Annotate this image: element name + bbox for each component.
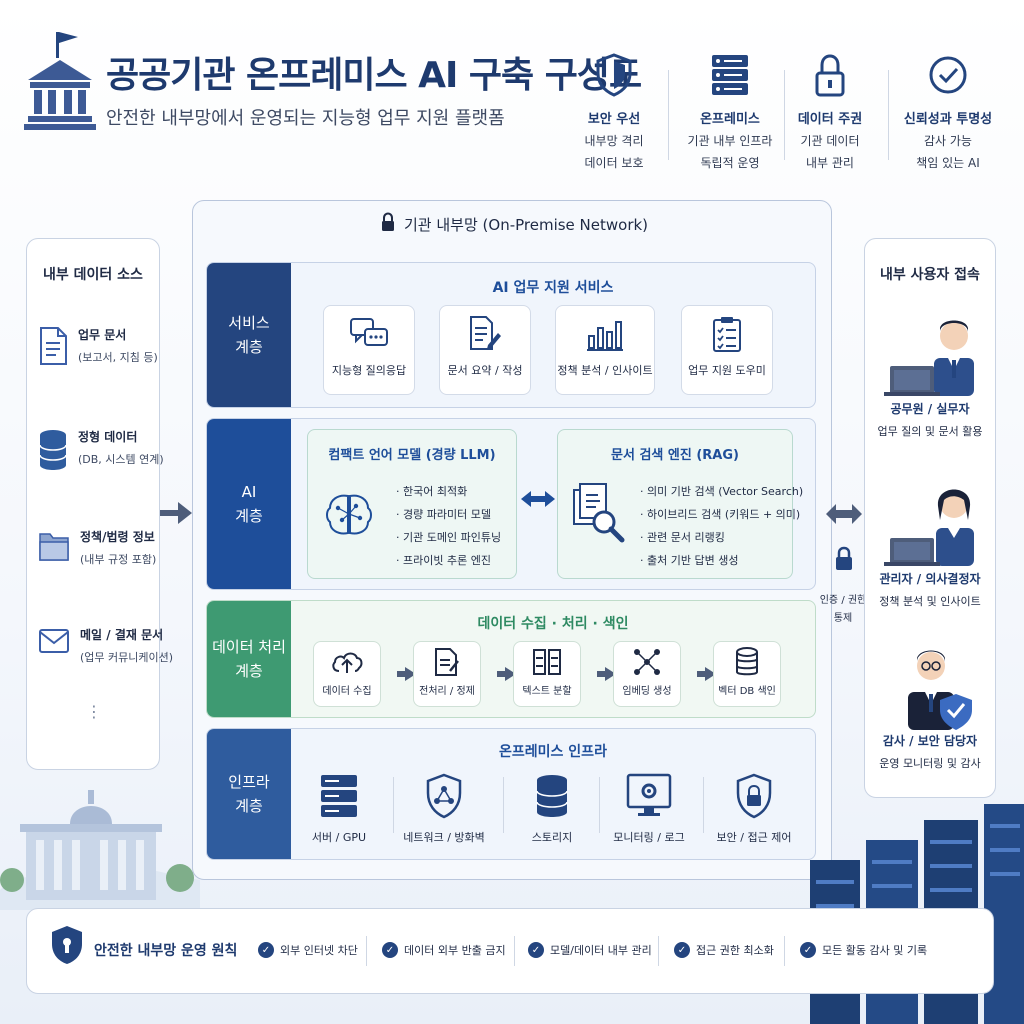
server-rack-icon	[670, 52, 790, 98]
split-grid-icon	[514, 642, 580, 682]
principle-block-internet: ✓외부 인터넷 차단	[258, 942, 358, 958]
clipboard-checklist-icon	[682, 306, 772, 362]
document-search-icon	[570, 482, 626, 550]
check-icon: ✓	[258, 942, 274, 958]
auditor-with-shield-icon	[866, 636, 994, 732]
page-subtitle: 안전한 내부망에서 운영되는 지능형 업무 지원 플랫폼	[106, 108, 505, 129]
document-icon	[38, 326, 68, 370]
chat-bubbles-icon	[324, 306, 414, 362]
users-title: 내부 사용자 접속	[880, 267, 980, 283]
infra-storage[interactable]: 스토리지	[509, 773, 595, 845]
shield-icon	[554, 52, 674, 98]
manager-at-laptop-icon	[866, 470, 994, 570]
network-shield-icon	[397, 773, 491, 819]
inflow-arrow-icon	[160, 502, 192, 528]
user-auditor: 감사 / 보안 담당자 운영 모니터링 및 감사	[866, 636, 994, 771]
check-icon: ✓	[382, 942, 398, 958]
check-icon: ✓	[674, 942, 690, 958]
monitor-gear-icon	[603, 773, 695, 819]
padlock-icon	[380, 212, 396, 236]
folder-icon	[38, 528, 70, 568]
step-vector-db[interactable]: 벡터 DB 색인	[713, 641, 781, 707]
infra-layer-title: 온프레미스 인프라	[499, 744, 607, 760]
padlock-icon	[834, 546, 854, 576]
source-mail-approval: 메일 / 결재 문서(업무 커뮤니케이션)	[38, 626, 173, 665]
operation-principles-bar	[26, 908, 994, 994]
infra-network-firewall[interactable]: 네트워크 / 방화벽	[397, 773, 491, 845]
server-icon	[301, 773, 377, 819]
rag-box[interactable]: 문서 검색 엔진 (RAG) · 의미 기반 검색 (Vector Search…	[557, 429, 803, 579]
principle-internal-model-data: ✓모델/데이터 내부 관리	[528, 942, 652, 958]
service-card-work-assistant[interactable]: 업무 지원 도우미	[681, 305, 773, 395]
source-work-documents: 업무 문서(보고서, 지침 등)	[38, 326, 158, 370]
check-icon: ✓	[528, 942, 544, 958]
database-icon	[38, 428, 68, 476]
bidirectional-arrow-icon	[521, 489, 555, 513]
infra-server-gpu[interactable]: 서버 / GPU	[301, 773, 377, 845]
rag-title: 문서 검색 엔진 (RAG)	[611, 448, 739, 463]
step-text-split[interactable]: 텍스트 분할	[513, 641, 581, 707]
llm-title: 컴팩트 언어 모델 (경량 LLM)	[328, 448, 496, 463]
government-building-illustration	[0, 780, 200, 914]
step-data-collection[interactable]: 데이터 수집	[313, 641, 381, 707]
data-layer-title: 데이터 수집 · 처리 · 색인	[477, 616, 629, 632]
flow-arrow-icon	[497, 667, 516, 681]
infra-security-access[interactable]: 보안 / 접근 제어	[707, 773, 801, 845]
security-shield-icon	[707, 773, 801, 819]
user-manager: 관리자 / 의사결정자 정책 분석 및 인사이트	[866, 470, 994, 609]
service-layer-title: AI 업무 지원 서비스	[492, 280, 614, 296]
operation-principles-title: 안전한 내부망 운영 원칙	[94, 943, 238, 959]
government-building-logo-icon	[22, 28, 98, 132]
network-title: 기관 내부망 (On-Premise Network)	[380, 212, 648, 236]
step-preprocess[interactable]: 전처리 / 정제	[413, 641, 481, 707]
database-icon	[714, 642, 780, 682]
bar-chart-icon	[556, 306, 654, 362]
page-title: 공공기관 온프레미스 AI 구축 구성도	[106, 55, 642, 96]
flow-arrow-icon	[597, 667, 616, 681]
network-nodes-icon	[614, 642, 680, 682]
cloud-upload-icon	[314, 642, 380, 682]
principle-no-data-export: ✓데이터 외부 반출 금지	[382, 942, 506, 958]
step-embedding[interactable]: 임베딩 생성	[613, 641, 681, 707]
brain-network-icon	[324, 492, 374, 542]
officer-at-laptop-icon	[866, 304, 994, 400]
document-edit-icon	[440, 306, 530, 362]
flow-arrow-icon	[397, 667, 416, 681]
document-clean-icon	[414, 642, 480, 682]
principle-least-privilege: ✓접근 권한 최소화	[674, 942, 774, 958]
principle-security: 보안 우선 내부망 격리 데이터 보호	[554, 52, 674, 171]
more-sources-indicator: ⋮	[86, 702, 102, 721]
user-civil-servant: 공무원 / 실무자 업무 질의 및 문서 활용	[866, 304, 994, 439]
principle-audit-logging: ✓모든 활동 감사 및 기록	[800, 942, 927, 958]
source-structured-data: 정형 데이터(DB, 시스템 연계)	[38, 428, 164, 476]
infra-monitoring-log[interactable]: 모니터링 / 로그	[603, 773, 695, 845]
data-sources-panel	[26, 238, 160, 770]
source-policy-law: 정책/법령 정보(내부 규정 포함)	[38, 528, 156, 568]
principle-on-premise: 온프레미스 기관 내부 인프라 독립적 운영	[670, 52, 790, 171]
service-card-doc-summary[interactable]: 문서 요약 / 작성	[439, 305, 531, 395]
service-card-qa[interactable]: 지능형 질의응답	[323, 305, 415, 395]
llm-box[interactable]: 컴팩트 언어 모델 (경량 LLM) · 한국어 최적화 · 경량 파라미터 모…	[307, 429, 517, 579]
check-icon: ✓	[800, 942, 816, 958]
padlock-icon	[770, 52, 890, 98]
storage-icon	[509, 773, 595, 819]
service-card-policy-analysis[interactable]: 정책 분석 / 인사이트	[555, 305, 655, 395]
data-sources-title: 내부 데이터 소스	[43, 267, 143, 283]
flow-arrow-icon	[697, 667, 716, 681]
check-circle-icon	[888, 52, 1008, 98]
shield-lock-icon	[50, 924, 84, 970]
principle-data-sovereignty: 데이터 주권 기관 데이터 내부 관리	[770, 52, 890, 171]
bidirectional-arrow-icon	[826, 502, 862, 530]
principle-trust-transparency: 신뢰성과 투명성 감사 가능 책임 있는 AI	[888, 52, 1008, 171]
mail-icon	[38, 626, 70, 660]
